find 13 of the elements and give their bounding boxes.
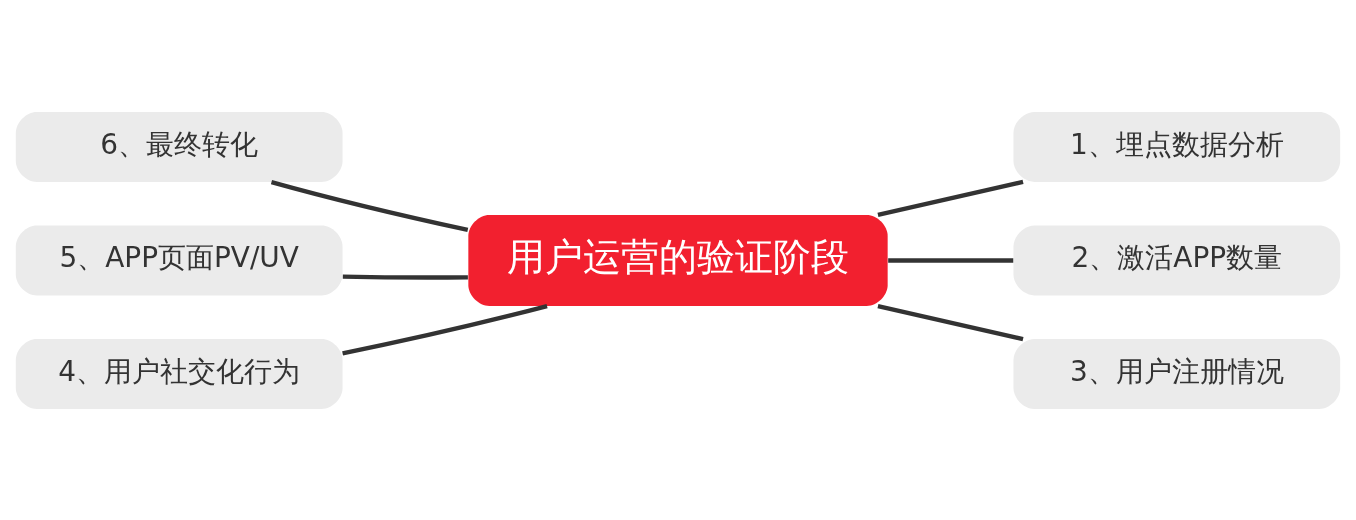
connector <box>270 179 469 232</box>
connector <box>877 303 1024 341</box>
node-box: 3、用户注册情况 <box>1013 338 1341 409</box>
connector <box>342 303 548 355</box>
connector <box>877 179 1024 217</box>
node-box: 1、埋点数据分析 <box>1013 111 1341 182</box>
node-box: 2、激活APP数量 <box>1013 225 1341 295</box>
connector <box>888 257 1014 263</box>
node-box: 5、APP页面PV/UV <box>15 225 343 295</box>
connector <box>342 273 468 280</box>
node-box: 用户运营的验证阶段 <box>468 214 888 306</box>
node-box: 4、用户社交化行为 <box>15 338 343 409</box>
node-box: 6、最终转化 <box>15 111 343 182</box>
